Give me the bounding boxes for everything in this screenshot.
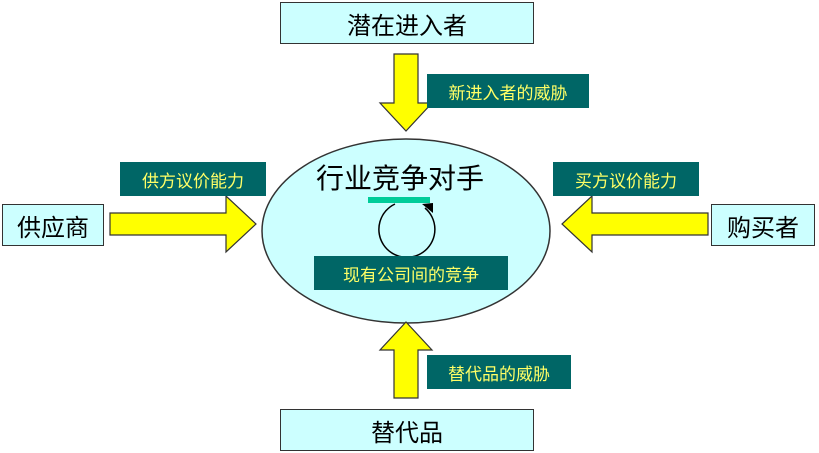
rivalry-label: 现有公司间的竞争 — [314, 256, 508, 290]
suppliers-box: 供应商 — [2, 204, 104, 246]
entrants-threat-label: 新进入者的威胁 — [427, 74, 589, 108]
buyers-arrow — [561, 194, 709, 254]
entrants-arrow — [378, 53, 434, 132]
buyers-box: 购买者 — [711, 204, 815, 246]
industry-rivals-title: 行业竞争对手 — [316, 162, 485, 195]
suppliers-arrow — [109, 194, 257, 254]
substitutes-box: 替代品 — [280, 409, 534, 451]
title-underline — [368, 197, 430, 203]
rivalry-cycle-arrowhead — [422, 203, 433, 213]
buyer-power-label: 买方议价能力 — [553, 162, 699, 196]
supplier-power-label: 供方议价能力 — [120, 162, 266, 196]
potential-entrants-box: 潜在进入者 — [280, 2, 534, 44]
substitutes-arrow — [378, 321, 434, 399]
substitutes-threat-label: 替代品的威胁 — [427, 355, 571, 389]
